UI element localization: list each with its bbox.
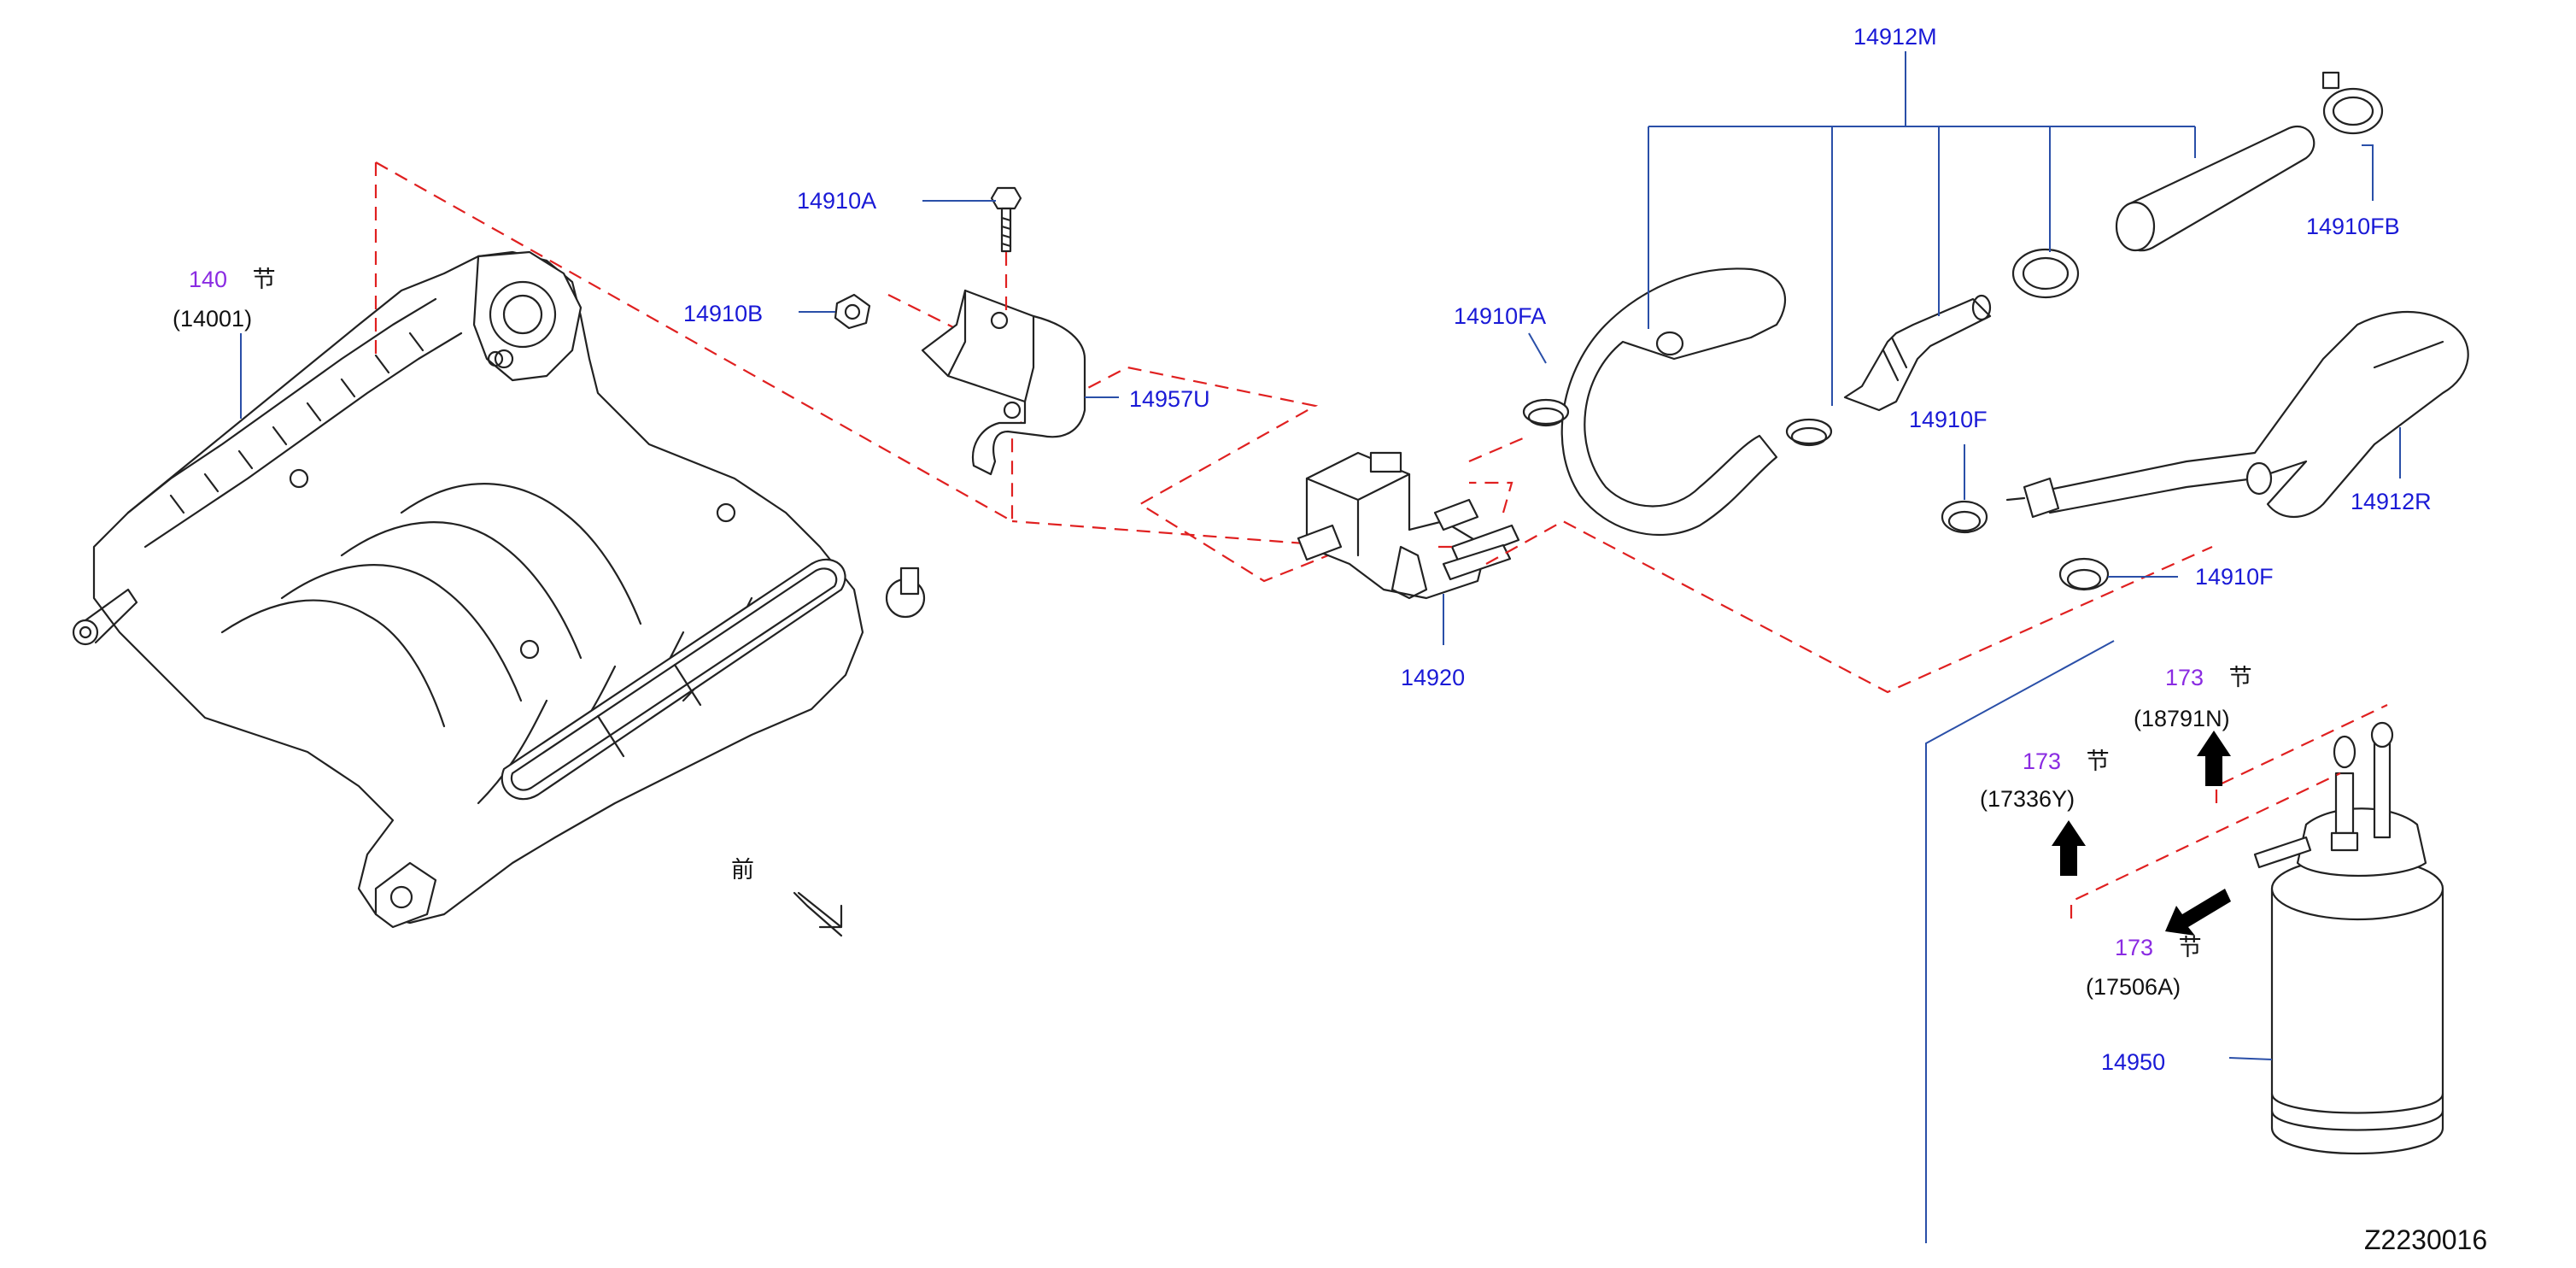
canister-drawing (2253, 721, 2444, 1154)
label-14912R[interactable]: 14912R (2351, 489, 2432, 514)
clamp-fb-drawing (2321, 71, 2384, 135)
valve-hose-dashline (1435, 434, 1530, 549)
label-14950[interactable]: 14950 (2101, 1049, 2166, 1075)
hose-u-drawing (1560, 267, 1787, 537)
front-arrow-icon (793, 891, 843, 937)
label-14910A[interactable]: 14910A (797, 188, 877, 214)
canister-dashlines (2070, 704, 2388, 919)
label-14910F-upper[interactable]: 14910F (1909, 407, 1988, 432)
manifold-section-symbol: 节 (252, 267, 276, 293)
label-14910FA[interactable]: 14910FA (1454, 303, 1547, 329)
ref-17506a-section-symbol: 节 (2178, 935, 2202, 961)
bracket-drawing (921, 289, 1086, 476)
arrow-down-left-17506a-icon (2165, 889, 2231, 936)
label-14920[interactable]: 14920 (1401, 665, 1466, 690)
nut-drawing (834, 293, 871, 330)
ref-17506a-part[interactable]: (17506A) (2086, 974, 2181, 1000)
small-clamp-a-drawing (1522, 398, 1570, 427)
hose-r-drawing (2040, 311, 2469, 519)
connector-drawing (1843, 294, 1992, 412)
ref-17336y-part[interactable]: (17336Y) (1980, 786, 2075, 812)
ref-18791n-section: 173 节 (2165, 665, 2252, 691)
ref-18791n-part[interactable]: (18791N) (2134, 706, 2230, 731)
label-14910F-lower[interactable]: 14910F (2195, 564, 2274, 590)
lower-route-dashline (1485, 520, 2213, 694)
manifold-part-number[interactable]: (14001) (173, 306, 253, 332)
intake-manifold-drawing (72, 250, 926, 929)
label-14910B[interactable]: 14910B (683, 301, 764, 326)
small-clamp-b-drawing (1785, 418, 1833, 447)
straight-hose-drawing (2115, 126, 2315, 252)
hose-f-end-drawing (2005, 477, 2060, 519)
clamp-f-lower-drawing (2058, 557, 2110, 591)
ref-17506a-section: 173 节 (2115, 935, 2202, 961)
canister-section-line (1925, 640, 2115, 1243)
clamp-f-upper-drawing (1941, 500, 1988, 534)
label-14957U[interactable]: 14957U (1129, 386, 1210, 412)
ref-17336y-section-number[interactable]: 173 (2023, 748, 2062, 774)
diagram-id: Z2230016 (2364, 1224, 2488, 1255)
ref-17336y-section-symbol: 节 (2086, 748, 2110, 775)
manifold-section-ref[interactable]: 140 (189, 267, 228, 292)
ref-17336y-section: 173 节 (2023, 748, 2110, 775)
arrow-up-17336y-icon (2052, 820, 2086, 876)
label-14910FB[interactable]: 14910FB (2306, 214, 2400, 239)
leader-lines (240, 51, 2401, 1060)
arrow-up-18791n-icon (2197, 731, 2231, 786)
ref-18791n-section-number[interactable]: 173 (2165, 665, 2204, 690)
manifold-bracket-boundary (374, 161, 1350, 583)
purge-valve-drawing (1297, 451, 1520, 600)
manifold-ref: 140 节 (189, 267, 276, 293)
front-label: 前 (731, 857, 754, 883)
ref-17506a-section-number[interactable]: 173 (2115, 935, 2154, 960)
ref-18791n-section-symbol: 节 (2228, 665, 2252, 691)
bolt-drawing (990, 186, 1022, 316)
label-14912M[interactable]: 14912M (1853, 24, 1937, 50)
clamp-c-drawing (2011, 248, 2080, 299)
